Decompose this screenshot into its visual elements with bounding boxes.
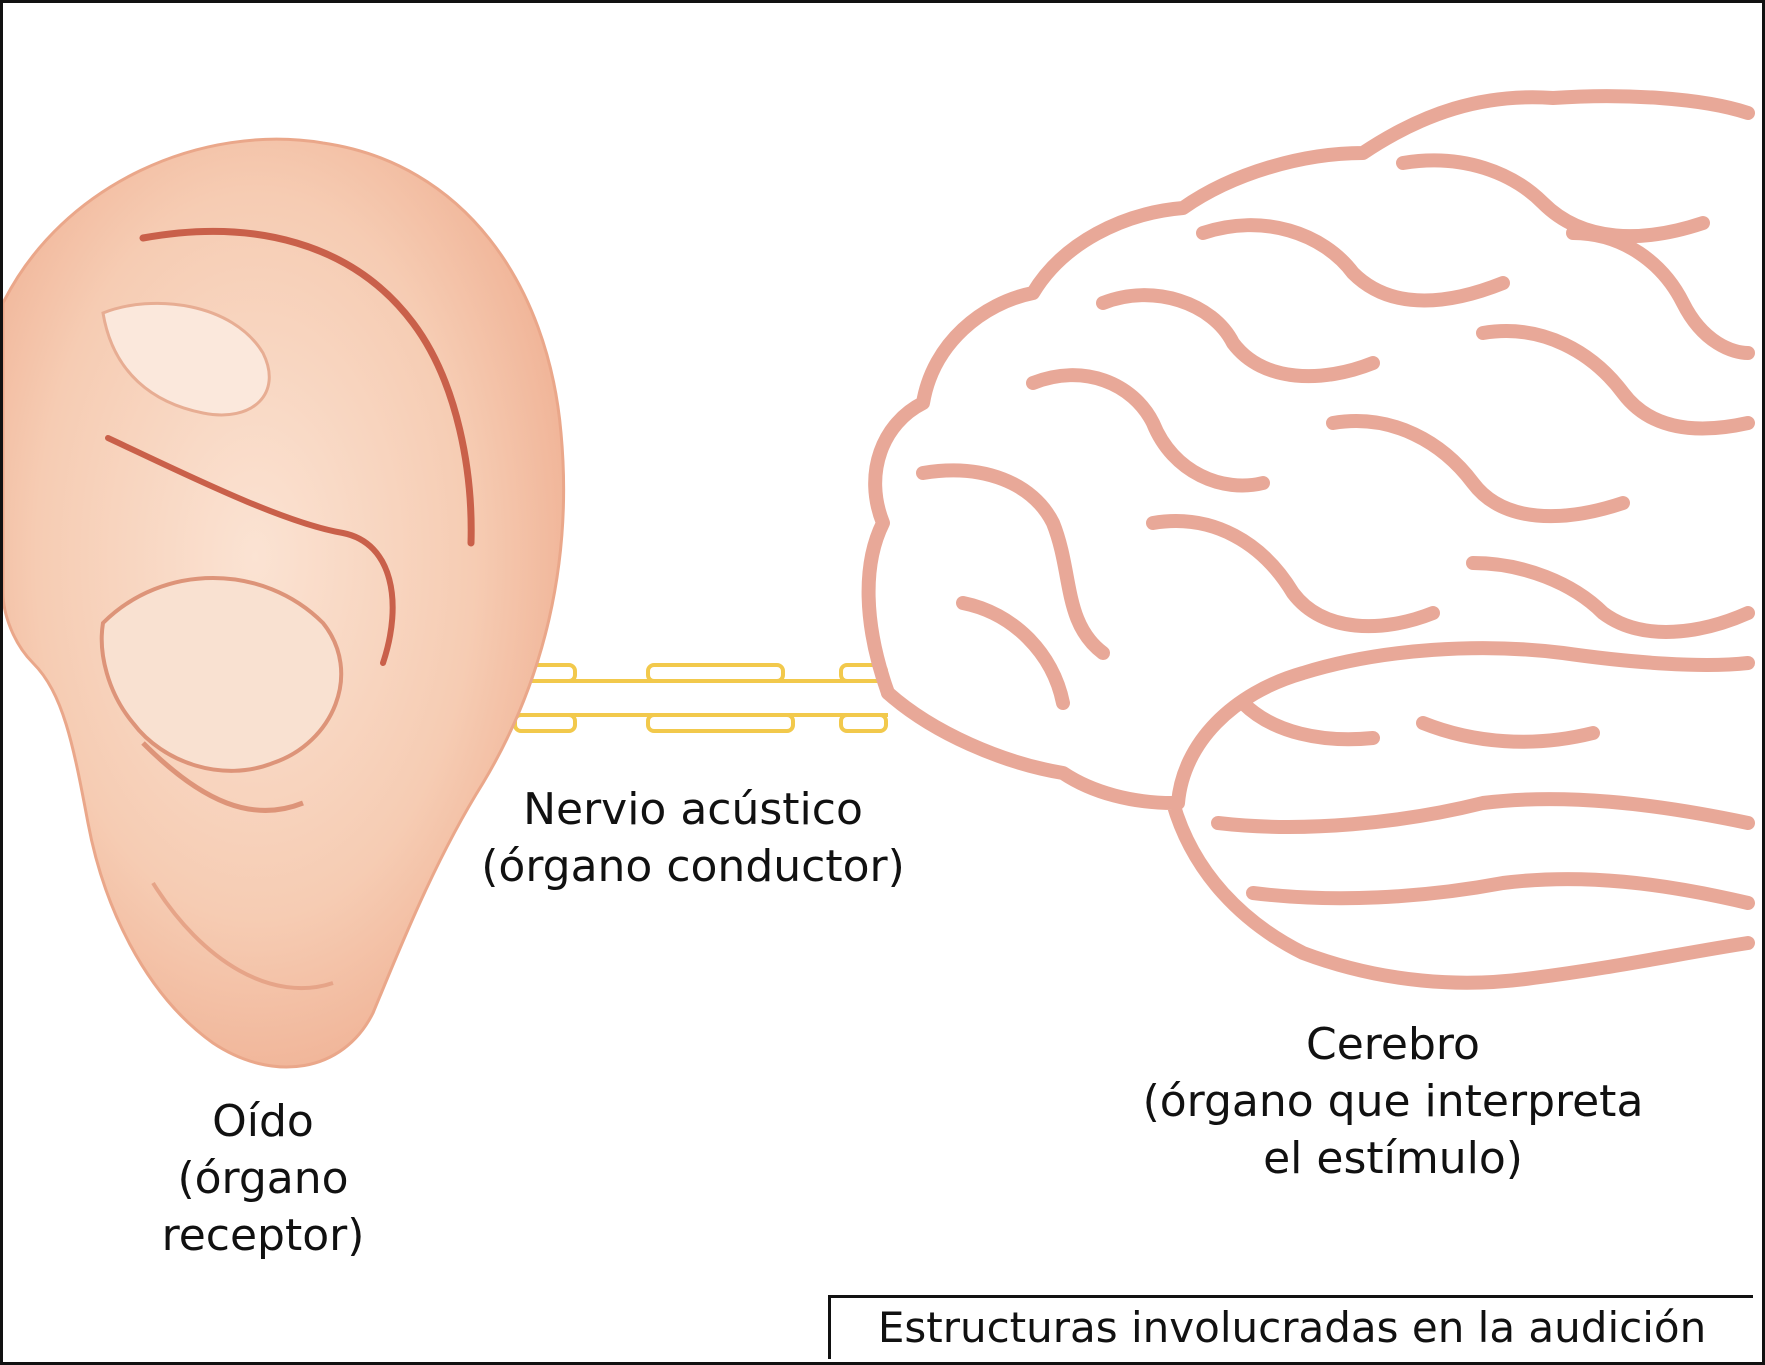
brain-label-desc-1: (órgano que interpreta: [1142, 1076, 1644, 1128]
ear-illustration: [3, 137, 566, 1069]
nerve-label-title: Nervio acústico: [523, 784, 863, 835]
hearing-illustration: [3, 89, 1755, 1069]
brain-label-title: Cerebro: [1306, 1019, 1480, 1070]
nerve-label-desc: (órgano conductor): [481, 841, 905, 893]
ear-label-desc-2: receptor): [161, 1210, 365, 1262]
nerve-label: Nervio acústico (órgano conductor): [473, 781, 913, 895]
brain-label-desc-2: el estímulo): [1263, 1133, 1523, 1185]
brain-label: Cerebro (órgano que interpreta el estímu…: [1123, 1016, 1663, 1188]
ear-label: Oído (órgano receptor): [143, 1093, 383, 1265]
ear-label-desc-1: (órgano: [177, 1153, 349, 1205]
ear-label-title: Oído: [212, 1096, 314, 1147]
diagram-caption: Estructuras involucradas en la audición: [828, 1295, 1753, 1359]
brain-illustration: [861, 89, 1755, 990]
